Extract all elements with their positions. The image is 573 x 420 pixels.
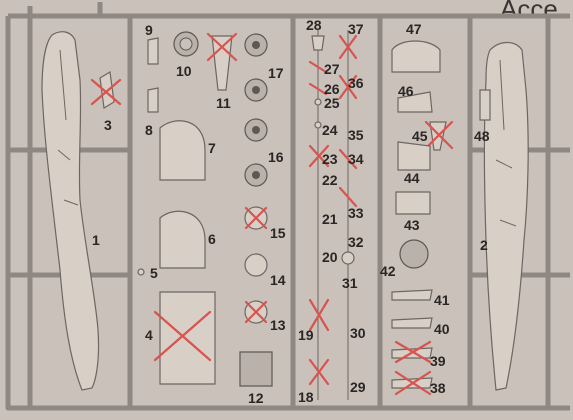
label-part-28: 28 — [306, 17, 322, 33]
label-part-25: 25 — [324, 95, 340, 111]
part-38 — [391, 370, 433, 396]
label-part-21: 21 — [322, 211, 338, 227]
label-part-44: 44 — [404, 170, 420, 186]
part-7 — [159, 120, 206, 181]
label-part-14: 14 — [270, 272, 286, 288]
label-part-18: 18 — [298, 389, 314, 405]
part-1-fuselage-left — [41, 31, 100, 391]
label-part-31: 31 — [342, 275, 358, 291]
part-48 — [479, 89, 491, 121]
part-47 — [391, 40, 441, 73]
part-41 — [391, 289, 433, 301]
label-part-46: 46 — [398, 83, 414, 99]
label-part-11: 11 — [216, 95, 231, 111]
part-6 — [159, 210, 206, 269]
label-part-45: 45 — [412, 128, 428, 144]
part-45 — [424, 120, 454, 151]
label-part-15: 15 — [270, 225, 286, 241]
label-part-40: 40 — [434, 321, 450, 337]
part-15-wheel — [244, 206, 268, 230]
label-part-38: 38 — [430, 380, 446, 396]
label-part-42: 42 — [380, 263, 396, 279]
part-13-wheel — [244, 300, 268, 324]
label-part-29: 29 — [350, 379, 366, 395]
label-part-3: 3 — [104, 117, 112, 133]
label-part-19: 19 — [298, 327, 314, 343]
part-17-wheel — [244, 33, 268, 102]
label-part-36: 36 — [348, 75, 364, 91]
label-part-7: 7 — [208, 140, 216, 156]
label-part-13: 13 — [270, 317, 286, 333]
label-part-5: 5 — [150, 265, 158, 281]
label-part-35: 35 — [348, 127, 364, 143]
label-part-16: 16 — [268, 149, 284, 165]
label-part-48: 48 — [474, 128, 490, 144]
label-part-10: 10 — [176, 63, 192, 79]
part-44 — [397, 141, 431, 171]
part-2-fuselage-right — [483, 41, 529, 391]
label-part-9: 9 — [145, 22, 153, 38]
label-part-8: 8 — [145, 122, 153, 138]
label-part-17: 17 — [268, 65, 284, 81]
label-part-23: 23 — [322, 151, 338, 167]
part-10-ring — [173, 31, 199, 57]
label-part-24: 24 — [322, 122, 338, 138]
part-12 — [239, 351, 273, 387]
label-part-27: 27 — [324, 61, 340, 77]
part-40 — [391, 317, 433, 329]
label-part-30: 30 — [350, 325, 366, 341]
part-8 — [147, 87, 159, 113]
label-part-39: 39 — [430, 353, 446, 369]
label-part-41: 41 — [434, 292, 450, 308]
label-part-2: 2 — [480, 237, 488, 253]
label-part-4: 4 — [145, 327, 153, 343]
part-4 — [153, 291, 216, 385]
label-part-6: 6 — [208, 231, 216, 247]
part-5 — [137, 268, 145, 276]
label-part-34: 34 — [348, 151, 364, 167]
part-46 — [397, 91, 433, 113]
label-part-33: 33 — [348, 205, 364, 221]
part-11 — [206, 32, 238, 91]
part-42 — [399, 239, 429, 269]
label-part-1: 1 — [92, 232, 100, 248]
label-part-20: 20 — [322, 249, 338, 265]
label-part-47: 47 — [406, 21, 422, 37]
part-labels: 1 2 3 4 5 6 7 8 9 10 11 12 13 14 15 16 1… — [92, 17, 490, 406]
label-part-12: 12 — [248, 390, 264, 406]
part-39 — [391, 340, 433, 364]
part-16-wheel — [244, 118, 268, 187]
small-parts-column — [308, 30, 358, 400]
label-part-32: 32 — [348, 234, 364, 250]
part-43 — [395, 191, 431, 215]
label-part-22: 22 — [322, 172, 338, 188]
label-part-43: 43 — [404, 217, 420, 233]
label-part-26: 26 — [324, 81, 340, 97]
part-9 — [147, 37, 159, 65]
label-part-37: 37 — [348, 21, 364, 37]
part-14-wheel — [244, 253, 268, 277]
part-3 — [90, 71, 122, 109]
